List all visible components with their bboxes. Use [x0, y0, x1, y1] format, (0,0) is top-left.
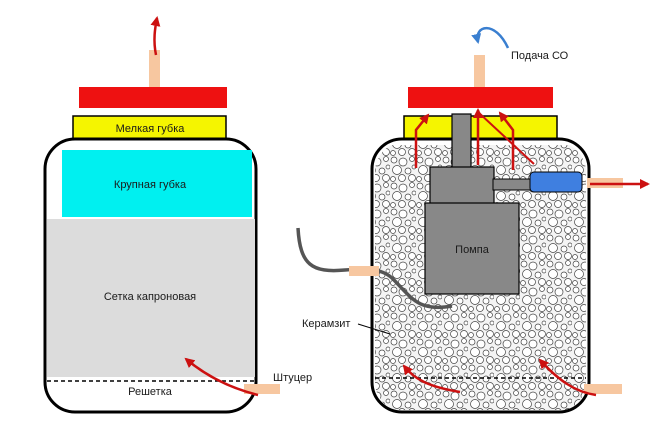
co-supply-arrow [471, 27, 510, 49]
left-side-fitting [349, 266, 379, 276]
expanded-clay-label: Керамзит [302, 318, 350, 330]
fitting-label: Штуцер [273, 372, 312, 384]
left-jar-body [43, 137, 258, 414]
blue-outlet-connector [529, 171, 583, 193]
left-outflow-arrow [150, 16, 161, 56]
left-top-fitting [149, 50, 160, 88]
expanded-clay-pointer [357, 323, 391, 335]
pump-outlet-tube [492, 178, 532, 191]
inner-arrow-right [498, 111, 515, 170]
left-inflow-arrow [184, 357, 259, 397]
grate-label: Решетка [128, 386, 173, 398]
right-bottom-fitting [584, 384, 622, 394]
coarse-sponge-label: Крупная губка [114, 179, 187, 191]
right-lid [408, 87, 553, 108]
inner-arrow-center [477, 111, 535, 165]
right-bottom-inflow-arrow [538, 358, 597, 397]
left-lid [79, 87, 227, 108]
right-top-fitting [474, 55, 485, 88]
left-bottom-fitting [244, 384, 280, 394]
left-nylon-mesh [47, 219, 255, 377]
right-jar: Подача СО Помпа Керамзит [296, 27, 650, 414]
left-jar: Мелкая губка Крупная губка Сетка капроно… [43, 16, 312, 414]
pump-stem [451, 113, 472, 170]
fine-sponge-label: Мелкая губка [116, 123, 186, 135]
co-supply-label: Подача СО [511, 50, 569, 62]
right-bottom-left-arrow [402, 364, 461, 394]
inner-arrow-left [414, 113, 430, 168]
pump-head [429, 166, 495, 206]
nylon-mesh-label: Сетка капроновая [104, 291, 196, 303]
pump-body [424, 202, 520, 295]
pump-label: Помпа [455, 244, 490, 256]
left-coarse-sponge [62, 150, 252, 217]
right-sponge [403, 115, 558, 140]
